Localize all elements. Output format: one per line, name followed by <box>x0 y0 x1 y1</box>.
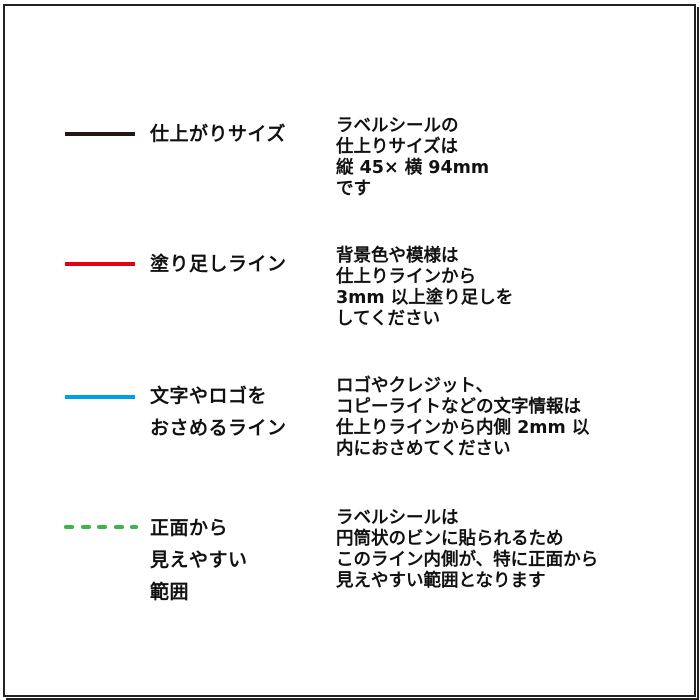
visible-area-dashed-swatch <box>64 525 138 529</box>
dash-segment <box>130 525 138 529</box>
outer-frame <box>3 4 696 697</box>
dash-segment <box>113 525 124 529</box>
visible-area-label: 正面から 見えやすい 範囲 <box>150 517 248 603</box>
safe-line-swatch <box>65 395 135 399</box>
bleed-line-label: 塗り足しライン <box>150 253 287 275</box>
visible-area-description: ラベルシールは 円筒状のビンに貼られるため このライン内側が、特に正面から 見え… <box>336 508 599 591</box>
safe-line-description: ロゴやクレジット、 コピーライトなどの文字情報は 仕上りラインから内側 2mm … <box>336 376 590 459</box>
dash-segment <box>80 525 91 529</box>
bleed-line-description: 背景色や模様は 仕上りラインから 3mm 以上塗り足しを してください <box>336 246 514 329</box>
dash-segment <box>64 525 74 529</box>
bleed-line-swatch <box>65 262 135 266</box>
finish-size-description: ラベルシールの 仕上りサイズは 縦 45× 横 94mm です <box>336 116 490 199</box>
safe-line-label: 文字やロゴを おさめるライン <box>150 385 287 439</box>
dash-segment <box>97 525 107 529</box>
finish-size-label: 仕上がりサイズ <box>150 123 286 145</box>
finish-size-line-swatch <box>65 132 135 136</box>
